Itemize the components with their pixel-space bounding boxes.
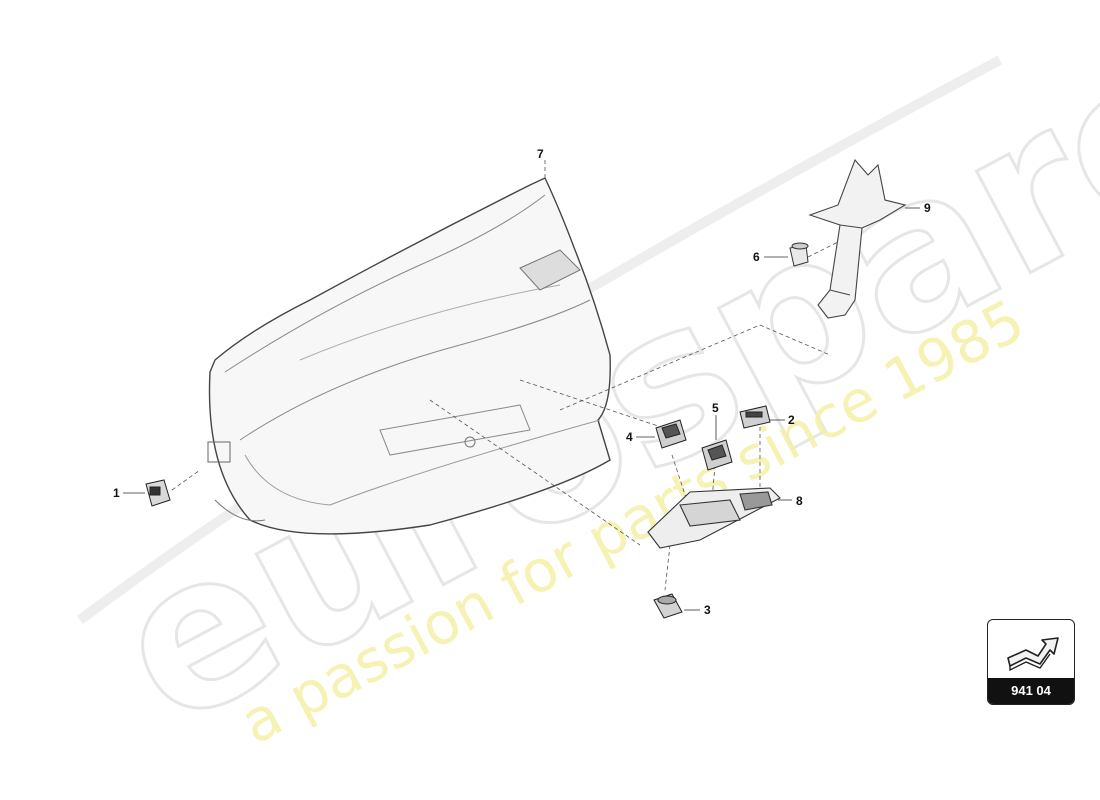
switch-panel-part	[647, 487, 781, 549]
arrow-icon	[1007, 637, 1059, 672]
section-code: 941 04	[988, 678, 1074, 704]
callout-7: 7	[537, 147, 544, 161]
bracket-part	[808, 158, 907, 319]
switch-part-1	[145, 479, 171, 507]
leader-lines	[171, 160, 851, 591]
section-badge: 941 04	[987, 619, 1075, 705]
callout-5: 5	[712, 401, 719, 415]
door-panel	[207, 177, 611, 535]
switch-part-5	[701, 439, 733, 471]
knob-part	[653, 593, 683, 619]
callout-6: 6	[753, 250, 760, 264]
callout-2: 2	[788, 413, 795, 427]
callout-4: 4	[626, 430, 633, 444]
switch-part-2	[739, 405, 771, 429]
switch-part-4	[655, 419, 687, 449]
callouts: 1 7 9 6 5 2 4 8 3	[113, 147, 931, 617]
callout-3: 3	[704, 603, 711, 617]
plug-part	[789, 242, 809, 267]
callout-8: 8	[796, 494, 803, 508]
callout-9: 9	[924, 201, 931, 215]
callout-1: 1	[113, 486, 120, 500]
